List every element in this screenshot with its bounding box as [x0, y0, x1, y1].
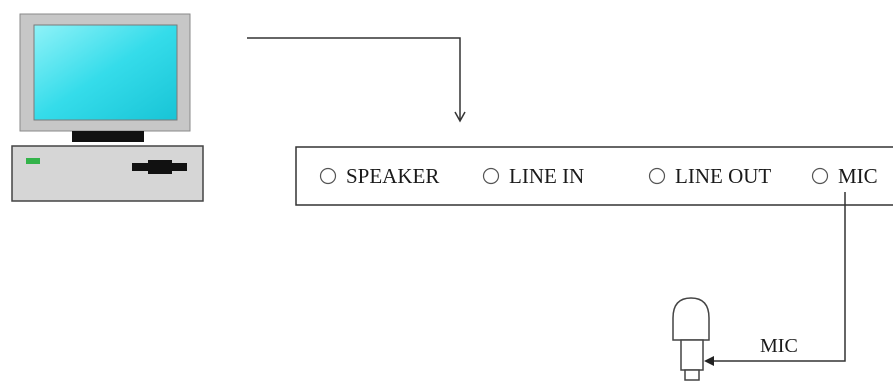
connection-label: MIC — [760, 335, 798, 357]
connector-line — [247, 37, 461, 120]
microphone-tip — [684, 369, 700, 381]
drive-slot-edge — [148, 160, 172, 174]
arrowhead-down-icon — [454, 111, 466, 123]
panel-frame — [295, 146, 893, 206]
computer-case — [11, 145, 204, 202]
port-line-out: LINE OUT — [648, 164, 771, 188]
mic-connection: MIC — [704, 192, 846, 366]
power-led — [26, 158, 40, 164]
monitor — [19, 13, 191, 132]
arrowhead-left-icon — [704, 356, 714, 366]
port-mic: MIC — [811, 164, 878, 188]
microphone-shaft — [680, 339, 704, 371]
port-line-in: LINE IN — [482, 164, 584, 188]
mic-cable-line — [708, 192, 846, 362]
port-label: SPEAKER — [346, 164, 439, 188]
monitor-stand — [72, 131, 144, 142]
port-jack-icon — [648, 167, 666, 185]
case-body — [11, 145, 204, 202]
computer-icon — [11, 13, 204, 202]
port-jack-icon — [482, 167, 500, 185]
monitor-screen — [33, 24, 178, 121]
port-speaker: SPEAKER — [319, 164, 439, 188]
connector-arrow — [247, 37, 466, 123]
port-jack-icon — [811, 167, 829, 185]
port-jack-icon — [319, 167, 337, 185]
microphone-head — [672, 297, 710, 341]
microphone-icon — [672, 297, 710, 381]
port-label: MIC — [838, 164, 878, 188]
port-label: LINE OUT — [675, 164, 771, 188]
sound-card-panel: SPEAKER LINE IN LINE OUT MIC — [295, 146, 893, 206]
port-label: LINE IN — [509, 164, 584, 188]
